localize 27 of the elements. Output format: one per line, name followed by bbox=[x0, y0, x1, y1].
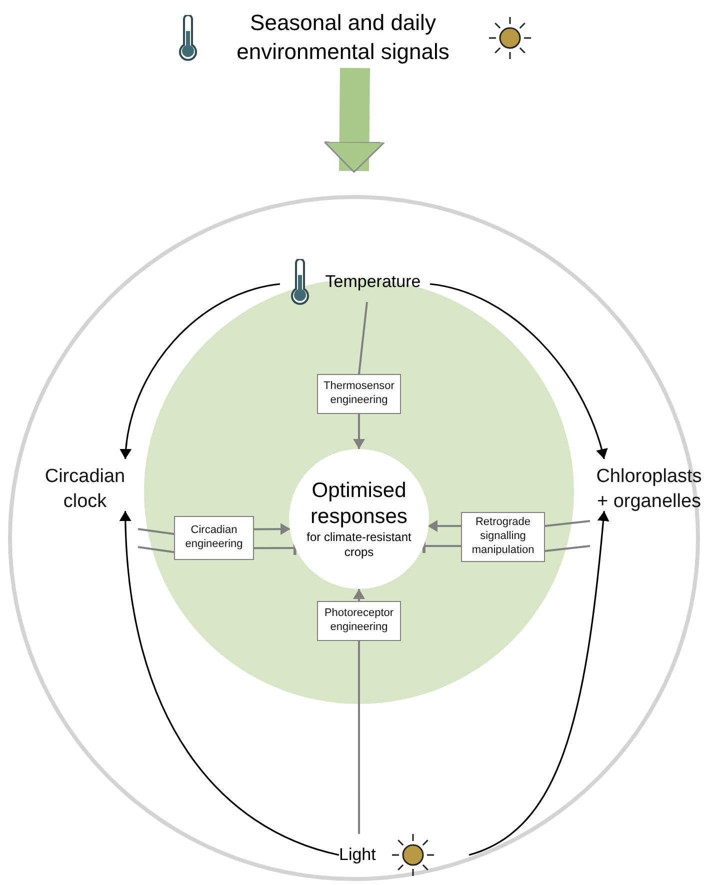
connector-line bbox=[138, 528, 174, 536]
process-box: Retrograde signalling manipulation bbox=[461, 512, 545, 562]
arrow bbox=[468, 510, 610, 856]
heading-text: Seasonal and daily environmental signals bbox=[236, 9, 450, 66]
process-box: Circadian engineering bbox=[174, 516, 254, 560]
heading-text: Optimised responses bbox=[310, 478, 408, 530]
process-box: Photoreceptor engineering bbox=[317, 601, 401, 641]
arrow bbox=[254, 523, 290, 535]
node-label: Temperature bbox=[325, 270, 421, 293]
node-label: Light bbox=[339, 844, 376, 866]
subtitle-text: for climate-resistant crops bbox=[306, 530, 412, 560]
arrow bbox=[120, 510, 340, 856]
connector-line bbox=[138, 546, 174, 554]
block-arrow bbox=[324, 68, 386, 173]
arrow bbox=[428, 520, 461, 532]
connector-line bbox=[544, 520, 590, 527]
connector-line bbox=[358, 302, 368, 374]
arrow bbox=[353, 589, 365, 601]
arrow bbox=[120, 283, 280, 460]
node-label: Chloroplasts + organelles bbox=[590, 459, 708, 559]
process-box: Thermosensor engineering bbox=[317, 374, 401, 414]
arrow bbox=[430, 283, 608, 460]
connector-line bbox=[358, 641, 360, 834]
arrow bbox=[353, 414, 365, 449]
node-label: Circadian clock bbox=[32, 459, 138, 559]
ring bbox=[8, 195, 700, 881]
connector-line bbox=[544, 545, 590, 552]
